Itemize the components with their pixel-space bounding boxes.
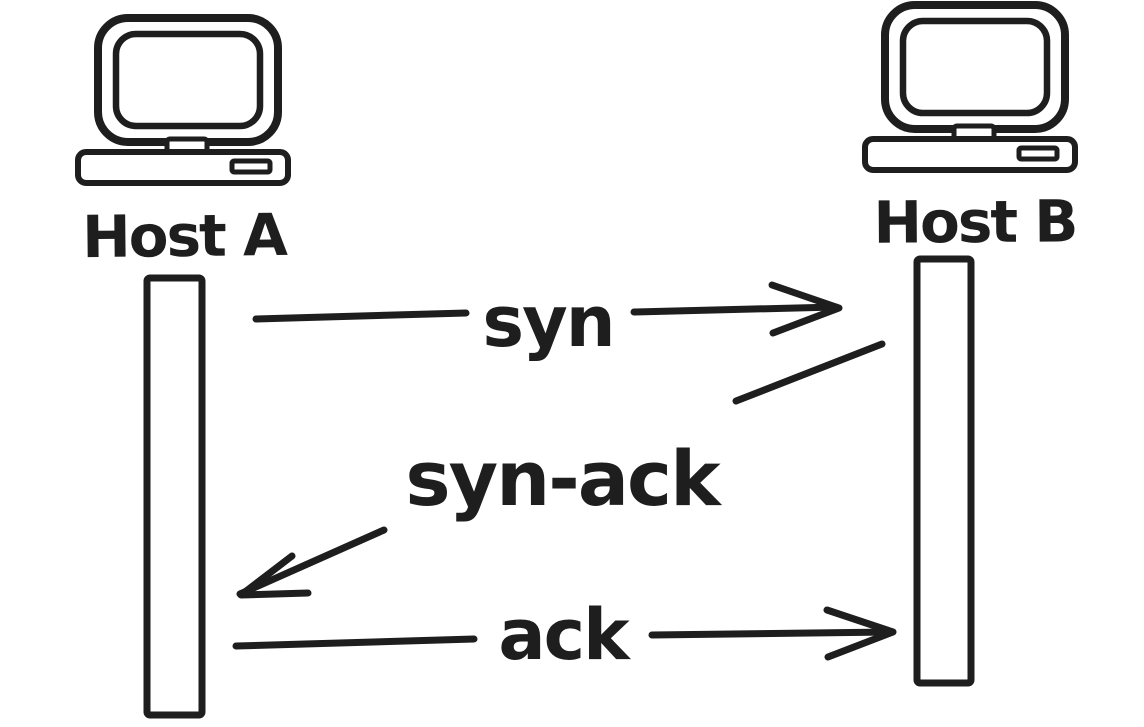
syn-ack-line-lower [236, 526, 388, 598]
host-a-lifeline [143, 274, 206, 719]
monitor-screen [899, 17, 1051, 117]
syn-label: syn [482, 281, 613, 363]
host-b-lifeline [913, 255, 975, 687]
arrowhead-right-icon [768, 281, 843, 337]
syn-ack-arrow [236, 340, 886, 599]
ack-line-right [648, 628, 894, 639]
ack-label: ack [498, 594, 631, 676]
disk-slot-icon [229, 158, 273, 175]
host-b-label: Host B [873, 187, 1077, 256]
ack-line-left [232, 635, 478, 650]
arrowhead-right-icon [823, 606, 897, 661]
syn-ack-line-upper [732, 340, 886, 405]
syn-line-left [252, 309, 470, 323]
computer-icon [75, 14, 291, 186]
host-a-label: Host A [82, 201, 289, 271]
syn-arrow [252, 281, 843, 337]
syn-line-right [630, 303, 840, 316]
ack-arrow [232, 606, 897, 661]
computer-icon [862, 1, 1078, 173]
arrowhead-left-icon [237, 552, 312, 599]
monitor-screen [112, 30, 264, 130]
syn-ack-label: syn-ack [405, 434, 722, 523]
disk-slot-icon [1016, 145, 1060, 162]
